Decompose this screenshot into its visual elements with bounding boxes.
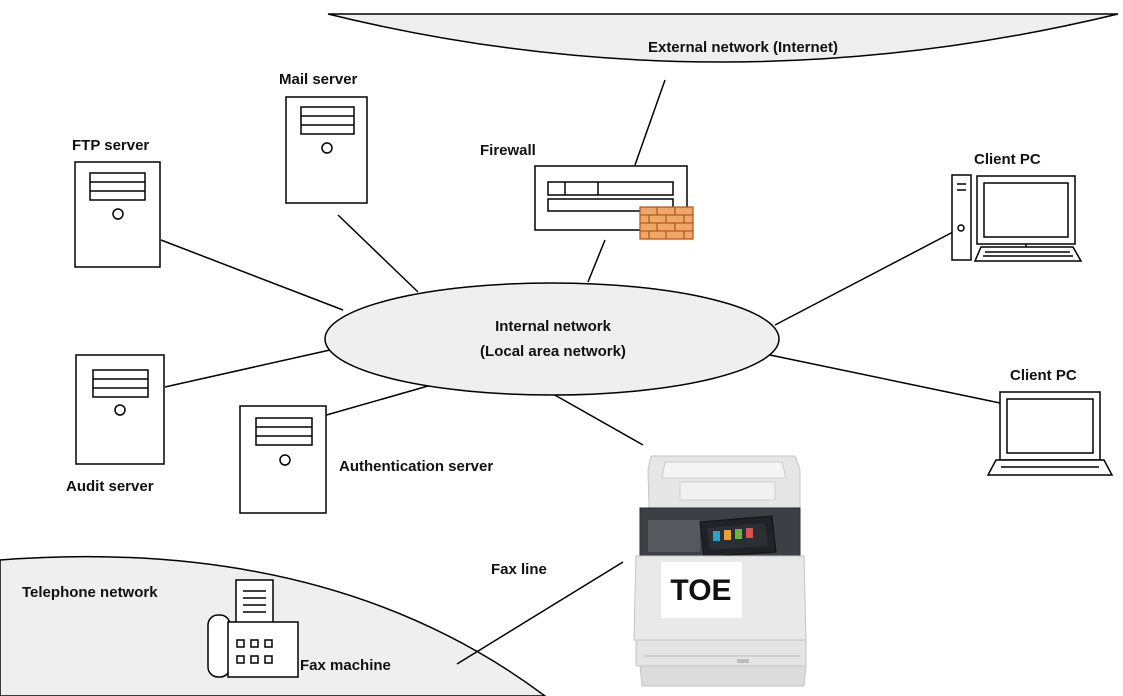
client-pc-desktop: Client PC <box>951 151 1083 262</box>
internal-network-label-line1: Internal network <box>495 318 612 335</box>
authentication-server: Authentication server <box>239 405 493 514</box>
external-network-cloud: External network (Internet) <box>327 13 1119 63</box>
firewall: Firewall <box>480 142 694 240</box>
multifunction-printer-icon <box>633 455 807 687</box>
link-laptop-lan <box>769 354 1001 404</box>
link-audit-lan <box>164 349 331 388</box>
internal-network-cloud: Internal network (Local area network) <box>324 282 780 396</box>
link-auth-lan <box>315 383 436 419</box>
telephone-network-label: Telephone network <box>22 584 158 601</box>
laptop-icon <box>986 391 1114 476</box>
ftp-server-label: FTP server <box>72 137 149 154</box>
client-pc-desktop-label: Client PC <box>974 151 1041 168</box>
link-firewall-lan <box>587 239 606 283</box>
fax-line <box>456 561 624 665</box>
server-icon <box>74 161 161 268</box>
server-icon <box>239 405 327 514</box>
link-firewall-internet <box>634 79 666 166</box>
desktop-pc-icon <box>951 174 1083 262</box>
audit-server: Audit server <box>66 354 165 495</box>
link-ftp-lan <box>160 239 344 311</box>
internal-network-label-line2: (Local area network) <box>480 343 626 360</box>
fax-machine-icon <box>207 579 299 678</box>
audit-server-label: Audit server <box>66 478 154 495</box>
link-desktop-lan <box>774 231 954 326</box>
fax-machine-label: Fax machine <box>300 657 391 674</box>
fax-line-label: Fax line <box>491 561 547 578</box>
fax-machine: Fax machine <box>207 579 391 678</box>
server-icon <box>75 354 165 465</box>
toe-device: TOE <box>633 455 807 687</box>
mail-server-label: Mail server <box>279 71 358 88</box>
ftp-server: FTP server <box>72 137 161 268</box>
brick-wall-icon <box>639 206 694 240</box>
link-toe-lan <box>552 393 644 446</box>
firewall-label: Firewall <box>480 142 536 159</box>
server-icon <box>285 96 368 204</box>
authentication-server-label: Authentication server <box>339 458 493 475</box>
mail-server: Mail server <box>279 71 368 204</box>
link-mail-lan <box>337 214 419 293</box>
toe-label: TOE <box>670 574 731 607</box>
connection-lines <box>160 79 1001 665</box>
client-pc-laptop-label: Client PC <box>1010 367 1077 384</box>
external-network-label: External network (Internet) <box>648 39 838 56</box>
client-pc-laptop: Client PC <box>986 367 1114 476</box>
